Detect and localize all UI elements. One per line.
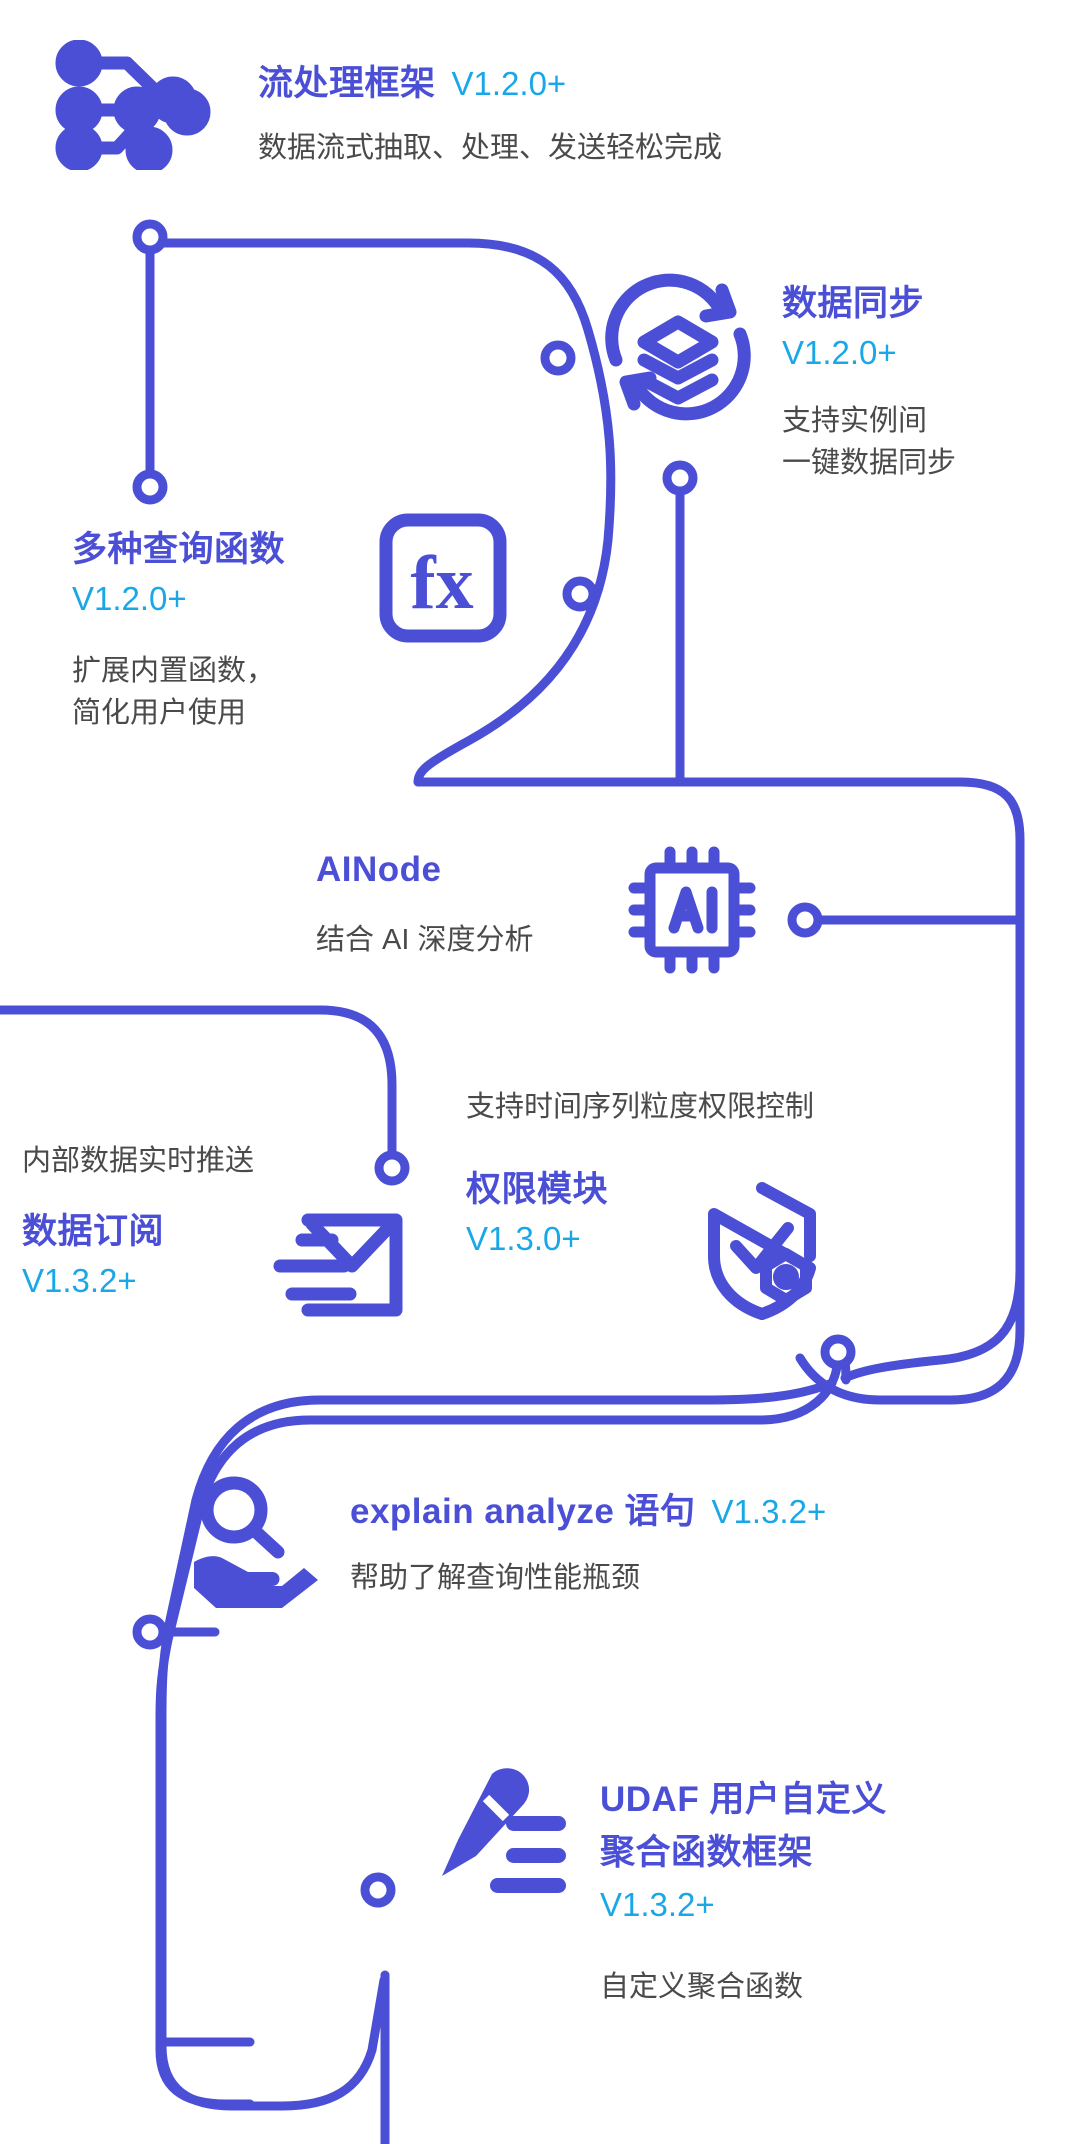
wire-subscription [0,1005,397,1173]
feature-query-functions: 多种查询函数 V1.2.0+ 扩展内置函数， 简化用户使用 [72,528,285,734]
explain-analyze-desc-1: 帮助了解查询性能瓶颈 [350,1562,641,1595]
stream-processing-version: V1.2.0+ [451,65,567,102]
feature-stream-processing: 流处理框架 V1.2.0+ 数据流式抽取、处理、发送轻松完成 [258,62,722,169]
udaf-title-line1: UDAF 用户自定义 [600,1780,887,1819]
data-subscription-desc-1: 内部数据实时推送 [22,1145,255,1177]
connector-dot-query [132,469,168,505]
connector-dot-upper-curve [540,340,576,376]
feature-permission-module: 支持时间序列粒度权限控制 权限模块 V1.3.0+ [466,1086,814,1260]
ai-chip-icon [628,846,756,974]
data-subscription-version: V1.3.2+ [22,1262,137,1300]
connector-dot-explain [132,1614,168,1650]
udaf-desc-1: 自定义聚合函数 [600,1970,804,2003]
fx-icon: fx [379,513,507,643]
feature-ainode: AINode 结合 AI 深度分析 [316,848,534,961]
connector-dot-permission [820,1334,856,1370]
data-sync-title: 数据同步 [782,284,925,323]
connector-dot-fx [562,576,598,612]
data-subscription-title: 数据订阅 [22,1212,165,1252]
envelope-push-icon [273,1213,403,1317]
permission-module-title: 权限模块 [466,1170,609,1210]
shield-check-icon [708,1182,816,1320]
pen-lines-icon [442,1768,566,1893]
sync-layers-icon [605,273,751,421]
feature-explain-analyze: explain analyze 语句 V1.3.2+ 帮助了解查询性能瓶颈 [350,1490,826,1599]
ainode-desc-1: 结合 AI 深度分析 [316,924,534,957]
wire-right-rail [840,835,1025,1383]
query-functions-desc-1: 扩展内置函数， [72,655,276,688]
data-sync-desc-2: 一键数据同步 [782,447,957,480]
connector-dot-udaf [360,1872,396,1908]
ainode-title: AINode [316,850,442,889]
connector-dot-top-left [132,219,168,255]
permission-module-version: V1.3.0+ [466,1220,581,1258]
udaf-title-line2: 聚合函数框架 [600,1833,814,1873]
data-sync-version: V1.2.0+ [782,334,897,372]
udaf-version: V1.3.2+ [600,1885,715,1923]
wire-main-upper [145,238,1025,1405]
stream-processing-heading: 流处理框架 V1.2.0+ [258,62,722,105]
explain-analyze-heading: explain analyze 语句 V1.3.2+ [350,1490,826,1533]
explain-analyze-version: V1.3.2+ [711,1493,827,1530]
connector-dot-sync [662,460,698,496]
permission-module-desc-1: 支持时间序列粒度权限控制 [466,1091,815,1123]
query-functions-title: 多种查询函数 [72,530,286,569]
feature-data-sync: 数据同步 V1.2.0+ 支持实例间 一键数据同步 [782,282,956,484]
query-functions-version: V1.2.0+ [72,580,187,618]
connector-dot-subscription [374,1150,410,1186]
query-functions-desc-2: 简化用户使用 [72,697,247,730]
circuit-nodes-icon [55,40,211,170]
feature-udaf: UDAF 用户自定义 聚合函数框架 V1.3.2+ 自定义聚合函数 [600,1778,887,2008]
connector-dot-ai [787,902,823,938]
explain-analyze-title: explain analyze 语句 [350,1492,696,1531]
svg-text:fx: fx [410,541,473,625]
stream-processing-desc-1: 数据流式抽取、处理、发送轻松完成 [258,132,723,165]
stream-processing-title: 流处理框架 [258,64,436,103]
feature-data-subscription: 内部数据实时推送 数据订阅 V1.3.2+ [22,1140,254,1302]
data-sync-desc-1: 支持实例间 [782,405,928,438]
wire-lower-loop [157,1378,837,2111]
magnifier-hand-icon [194,1476,318,1608]
